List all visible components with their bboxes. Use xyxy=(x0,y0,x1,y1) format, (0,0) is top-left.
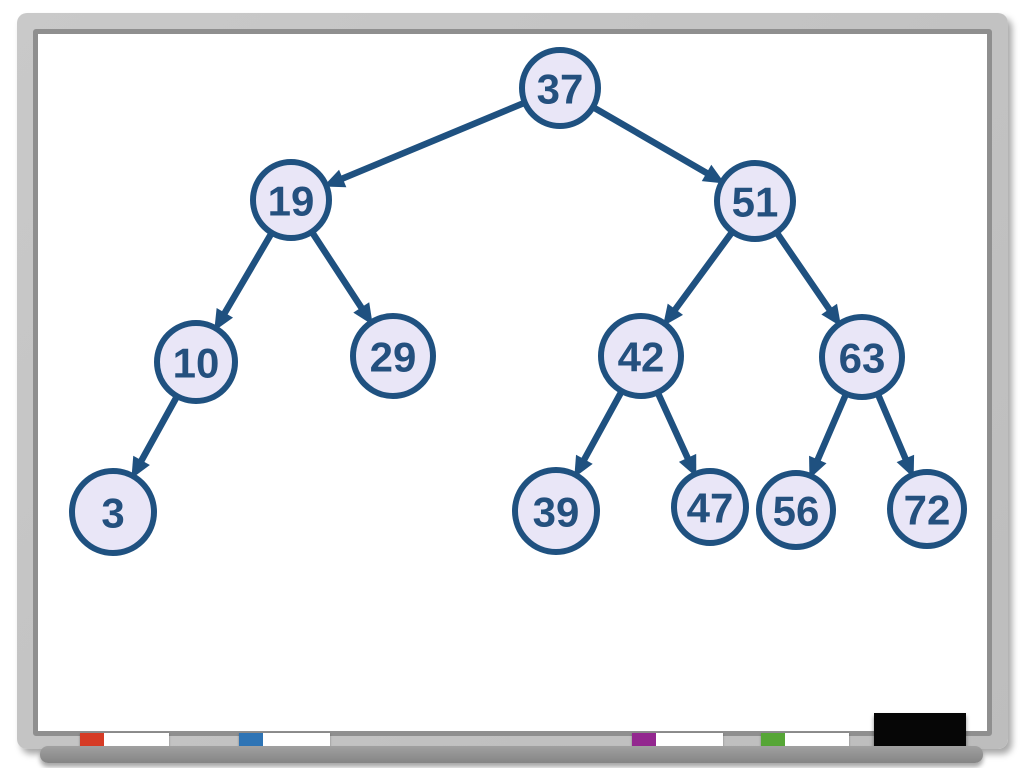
tree-node-72: 72 xyxy=(887,469,967,549)
tree-edge-42-47 xyxy=(654,389,697,477)
tree-node-56: 56 xyxy=(756,470,836,550)
tree-edge-51-42 xyxy=(662,228,736,327)
tree-node-19: 19 xyxy=(250,159,332,241)
blue-marker xyxy=(239,733,330,746)
tree-node-value: 19 xyxy=(268,178,315,225)
tree-node-value: 10 xyxy=(173,340,220,387)
tree-edge-19-29 xyxy=(308,228,373,326)
tree-edge-63-56 xyxy=(809,390,850,479)
tree-edge-51-63 xyxy=(773,229,842,327)
tree-node-value: 37 xyxy=(537,66,584,113)
tree-node-39: 39 xyxy=(512,467,600,555)
tree-node-value: 56 xyxy=(773,488,820,535)
tree-node-value: 63 xyxy=(839,335,886,382)
tree-edge-42-39 xyxy=(574,387,626,478)
green-marker-cap xyxy=(761,733,785,746)
tree-node-10: 10 xyxy=(154,320,238,404)
purple-marker-cap xyxy=(632,733,656,746)
tree-node-value: 3 xyxy=(101,490,124,537)
tree-edge-19-10 xyxy=(214,229,276,331)
tree-node-value: 29 xyxy=(370,334,417,381)
red-marker xyxy=(80,733,169,746)
tree-node-63: 63 xyxy=(819,314,905,400)
red-marker-cap xyxy=(80,733,104,746)
tree-node-value: 51 xyxy=(732,179,779,226)
tree-node-51: 51 xyxy=(714,160,796,242)
tree-node-value: 42 xyxy=(618,334,665,381)
tree-node-value: 39 xyxy=(533,489,580,536)
tree-edge-10-3 xyxy=(131,392,181,479)
tree-node-29: 29 xyxy=(350,313,436,399)
purple-marker xyxy=(632,733,723,746)
blue-marker-cap xyxy=(239,733,263,746)
tree-node-3: 3 xyxy=(69,468,157,556)
green-marker xyxy=(761,733,849,746)
whiteboard-eraser xyxy=(874,713,966,747)
marker-tray xyxy=(40,746,983,763)
tree-edge-37-19 xyxy=(323,99,529,188)
tree-node-37: 37 xyxy=(519,47,601,129)
tree-node-47: 47 xyxy=(671,468,749,546)
tree-node-value: 72 xyxy=(904,487,951,534)
tree-node-42: 42 xyxy=(598,313,684,399)
tree-node-value: 47 xyxy=(687,485,734,532)
tree-edge-63-72 xyxy=(874,390,915,478)
tree-edge-37-51 xyxy=(589,103,725,184)
